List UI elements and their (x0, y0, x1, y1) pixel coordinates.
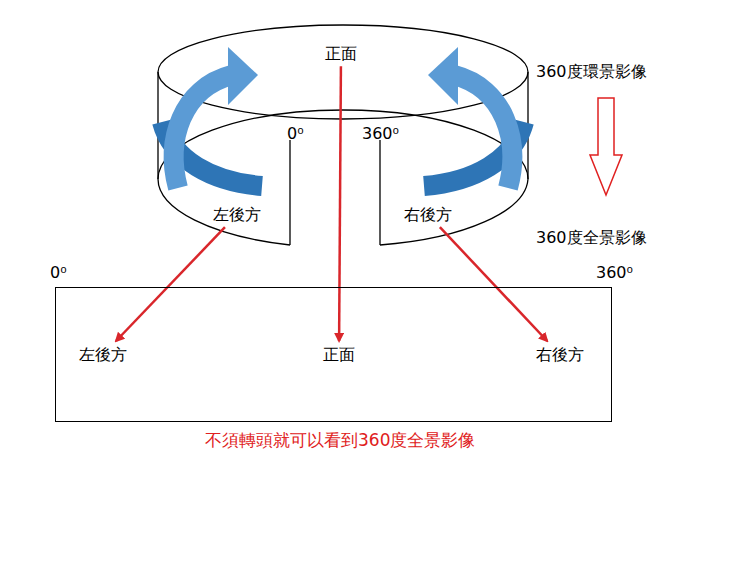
view-label: 右後方 (404, 205, 452, 224)
mapping-arrow (440, 227, 547, 341)
view-text: 右後方 (404, 205, 452, 224)
panorama-box: 左後方 正面 右後方 (55, 287, 612, 422)
angle-label: 0⁰ (50, 263, 67, 282)
view-label: 正面 (325, 44, 357, 63)
view-text: 左後方 (79, 345, 127, 364)
view-label: 左後方 (213, 205, 261, 224)
view-label: 左後方 (79, 345, 127, 364)
angle-label: 0⁰ (287, 124, 304, 143)
view-text: 正面 (325, 44, 357, 63)
caption: 不須轉頭就可以看到360度全景影像 (205, 430, 475, 450)
ring-view: 正面左後方 右後方 (158, 25, 528, 250)
mapping-arrow (116, 227, 225, 341)
view-text: 左後方 (213, 205, 261, 224)
angle-label: 360⁰ (596, 263, 633, 282)
angle-label: 360⁰ (362, 124, 399, 143)
view-text: 右後方 (536, 345, 584, 364)
mapping-arrow (339, 66, 341, 341)
image-type-label: 360度全景影像 (536, 228, 647, 247)
view-label: 右後方 (536, 345, 584, 364)
image-type-label: 360度環景影像 (536, 62, 647, 81)
view-text: 正面 (323, 345, 355, 364)
view-label: 正面 (323, 345, 355, 364)
